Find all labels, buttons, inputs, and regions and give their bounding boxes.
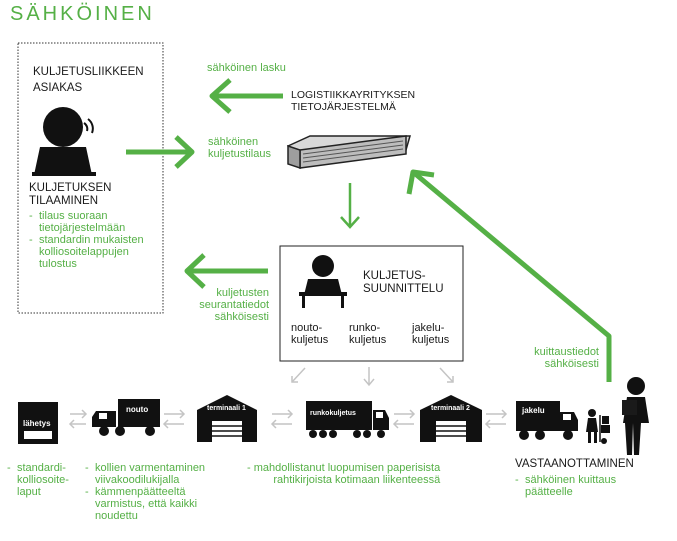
planning-column-delivery: jakelu-kuljetus <box>412 322 450 346</box>
planning-to-pickup-arrow <box>291 367 306 383</box>
stage-label-terminal-1: terminaali 1 <box>207 405 246 412</box>
page-title: SÄHKÖINEN <box>10 3 155 25</box>
labels-note: standardi-kolliosoite-laput <box>7 462 69 498</box>
stage-label-pickup: nouto <box>126 405 149 414</box>
pickup-note: kollien varmentaminenviivakoodilukijalla… <box>85 462 205 522</box>
invoice-arrow-head <box>209 78 232 114</box>
stage-label-terminal-2: terminaali 2 <box>431 405 470 412</box>
receiving-heading: VASTAANOTTAMINEN <box>515 458 634 470</box>
customer-person-icon <box>32 107 96 176</box>
planning-to-pickup-arrow-head <box>291 376 298 383</box>
terminal-1-icon <box>197 395 257 442</box>
planning-to-delivery-arrow <box>439 367 454 383</box>
stage-label-shipment: lähetys <box>23 419 51 428</box>
pickup-truck-icon <box>92 399 160 436</box>
stage-label-delivery: jakelu <box>522 406 545 415</box>
delivery-truck-icon <box>516 401 578 440</box>
planning-column-pickup: nouto-kuljetus <box>291 322 329 346</box>
receipt-arrow <box>411 170 612 382</box>
planning-heading: KULJETUS-SUUNNITTELU <box>363 270 444 295</box>
chain-link-5 <box>484 409 508 429</box>
chain-link-4 <box>392 409 416 429</box>
tracking-arrow-head <box>184 253 206 289</box>
planner-person-icon <box>299 255 347 308</box>
labels-note-item: standardi-kolliosoite-laput <box>7 462 69 498</box>
label-sheet-icon <box>18 402 58 444</box>
recipient-person-icon <box>622 377 649 455</box>
chain-link-3 <box>270 409 294 429</box>
terminal-note: - mahdollistanut luopumisen paperisista … <box>247 462 441 486</box>
invoice-label: sähköinen lasku <box>207 62 286 74</box>
planning-to-trunk-arrow-head <box>363 378 375 387</box>
chain-link-2 <box>162 409 186 429</box>
linehaul-truck-icon <box>306 401 389 438</box>
receipt-arrow-head <box>406 169 435 195</box>
ordering-bullet: standardin mukaistenkolliosoitelappujent… <box>29 234 144 270</box>
planning-column-trunk: runko-kuljetus <box>349 322 387 346</box>
stage-label-linehaul: runkokuljetus <box>310 410 356 417</box>
customer-box <box>17 42 164 314</box>
planning-to-delivery-arrow-head <box>447 376 454 383</box>
courier-with-trolley-icon <box>586 409 610 444</box>
order-arrow-head <box>174 135 195 169</box>
chain-link-1 <box>68 409 88 429</box>
server-icon <box>286 135 411 170</box>
terminal-2-icon <box>420 395 482 442</box>
planning-box <box>279 245 464 362</box>
system-to-planning-arrow-head <box>340 216 360 229</box>
